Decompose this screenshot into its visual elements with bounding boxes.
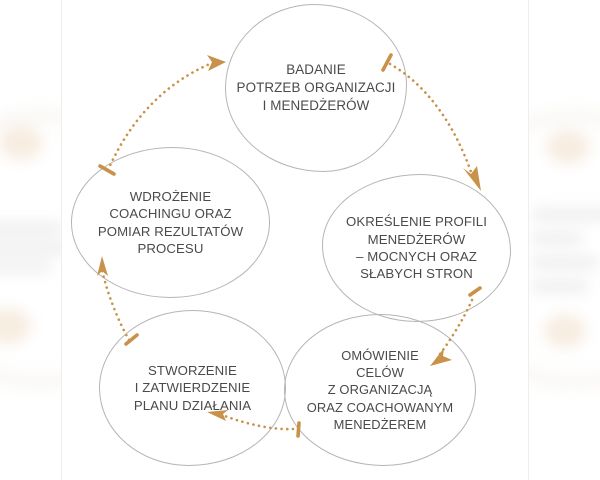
node-wdrozenie[interactable]: WDROŻENIE COACHINGU ORAZ POMIAR REZULTAT…: [71, 147, 270, 298]
node-stworzenie-label: STWORZENIE I ZATWIERDZENIE PLANU DZIAŁAN…: [133, 362, 252, 413]
background-watermark-right: [528, 0, 600, 480]
node-omowienie[interactable]: OMÓWIENIE CELÓW Z ORGANIZACJĄ ORAZ COACH…: [284, 314, 476, 466]
node-wdrozenie-label: WDROŻENIE COACHINGU ORAZ POMIAR REZULTAT…: [97, 188, 244, 256]
node-badanie[interactable]: BADANIE POTRZEB ORGANIZACJI I MENEDŻERÓW: [225, 4, 407, 172]
node-okreslenie-label: OKREŚLENIE PROFILI MENEDŻERÓW – MOCNYCH …: [345, 214, 488, 282]
node-omowienie-label: OMÓWIENIE CELÓW Z ORGANIZACJĄ ORAZ COACH…: [306, 348, 454, 432]
node-stworzenie[interactable]: STWORZENIE I ZATWIERDZENIE PLANU DZIAŁAN…: [99, 310, 286, 466]
node-okreslenie[interactable]: OKREŚLENIE PROFILI MENEDŻERÓW – MOCNYCH …: [322, 174, 511, 322]
background-watermark-left: [0, 0, 62, 480]
node-badanie-label: BADANIE POTRZEB ORGANIZACJI I MENEDŻERÓW: [236, 62, 396, 113]
